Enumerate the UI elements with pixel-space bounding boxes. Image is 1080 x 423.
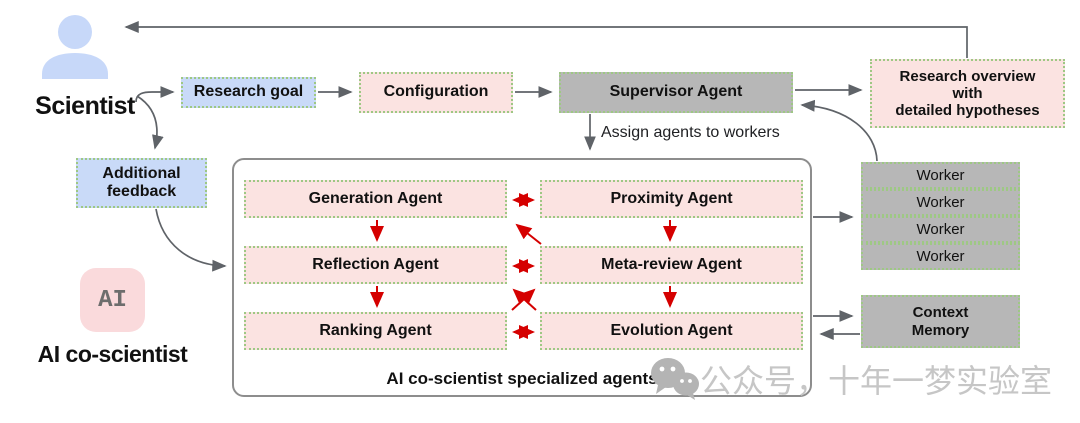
wechat-icon xyxy=(651,358,699,400)
worker-box: Worker xyxy=(861,189,1020,216)
ai-badge: AI xyxy=(80,268,145,332)
meta-review-agent-box: Meta-review Agent xyxy=(540,246,803,284)
worker-box: Worker xyxy=(861,216,1020,243)
configuration-box: Configuration xyxy=(359,72,513,113)
proximity-agent-box: Proximity Agent xyxy=(540,180,803,218)
arrow-feedback-to-reflection xyxy=(155,208,227,272)
context-memory-box: Context Memory xyxy=(861,295,1020,348)
ai-coscientist-label: AI co-scientist xyxy=(37,341,188,367)
evolution-agent-box: Evolution Agent xyxy=(540,312,803,350)
arrow-overview-to-scientist xyxy=(124,21,968,58)
ranking-agent-box: Ranking Agent xyxy=(244,312,507,350)
assign-agents-label: Assign agents to workers xyxy=(601,124,780,141)
worker-box: Worker xyxy=(861,162,1020,189)
worker-box: Worker xyxy=(861,243,1020,270)
panel-title: AI co-scientist specialized agents xyxy=(386,369,658,388)
watermark-text: 公众号，十年一梦实验室 xyxy=(700,363,1053,399)
research-goal-box: Research goal xyxy=(181,77,316,108)
generation-agent-box: Generation Agent xyxy=(244,180,507,218)
person-icon xyxy=(42,15,108,79)
reflection-agent-box: Reflection Agent xyxy=(244,246,507,284)
supervisor-agent-box: Supervisor Agent xyxy=(559,72,793,113)
additional-feedback-box: Additional feedback xyxy=(76,158,207,208)
research-overview-box: Research overview with detailed hypothes… xyxy=(870,59,1065,128)
scientist-label: Scientist xyxy=(35,92,135,120)
